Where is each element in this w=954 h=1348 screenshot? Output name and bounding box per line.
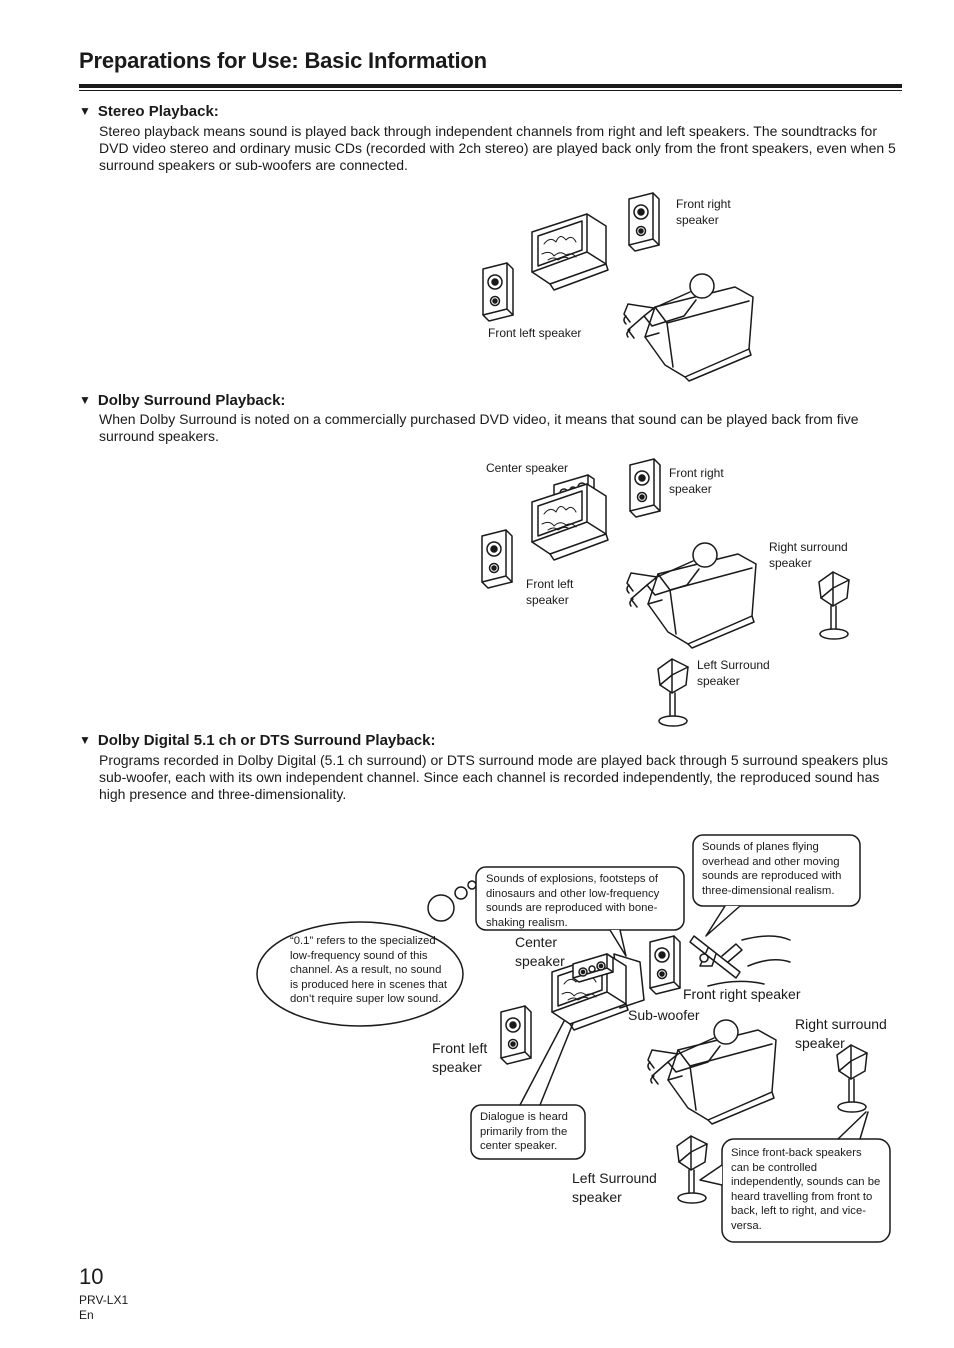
bubble-text-front-back: Since front-back speakers can be control… xyxy=(731,1147,881,1232)
thought-bubble-dot xyxy=(467,880,477,890)
callout-pointer xyxy=(699,1164,723,1186)
label-front-left-speaker: Front left speaker xyxy=(526,577,574,607)
motion-line xyxy=(707,980,765,987)
header-rule-thin xyxy=(79,90,902,91)
label-sub-woofer: Sub-woofer xyxy=(628,1007,700,1023)
bubble-text-planes: Sounds of planes flying overhead and oth… xyxy=(702,841,842,897)
callout-pointer xyxy=(837,1111,869,1140)
label-left-surround-speaker: Left Surround speaker xyxy=(697,658,770,688)
label-front-right-speaker: Front right speaker xyxy=(683,986,801,1002)
bubble-text-explosions: Sounds of explosions, footsteps of dinos… xyxy=(486,873,660,929)
front-right-speaker-icon xyxy=(628,192,660,252)
front-left-speaker-icon xyxy=(482,262,514,322)
model-info: PRV-LX1 En xyxy=(79,1293,128,1323)
section-heading-label: Stereo Playback: xyxy=(97,103,219,120)
front-left-speaker-icon xyxy=(481,529,513,589)
thought-bubble-dot xyxy=(454,886,468,900)
label-center-speaker: Center speaker xyxy=(486,461,569,475)
page-number: 10 xyxy=(79,1264,104,1289)
right-surround-speaker-icon xyxy=(836,1044,868,1113)
section-body-stereo: Stereo playback means sound is played ba… xyxy=(99,123,896,173)
label-front-right-speaker: Front right speaker xyxy=(676,197,731,227)
airplane-icon xyxy=(689,935,743,979)
section-heading-label: Dolby Surround Playback: xyxy=(97,392,286,409)
callout-planes xyxy=(692,834,861,907)
label-left-surround-speaker: Left Surround speaker xyxy=(572,1170,657,1205)
triangle-bullet-icon: ▼ xyxy=(79,393,91,407)
section-heading-label: Dolby Digital 5.1 ch or DTS Surround Pla… xyxy=(97,732,436,749)
label-front-right-speaker: Front right speaker xyxy=(669,466,724,496)
motion-line xyxy=(747,959,791,967)
television-icon xyxy=(531,213,609,291)
section-heading-dolby-surround: ▼ Dolby Surround Playback: xyxy=(79,392,285,409)
thought-bubble-dot xyxy=(427,894,455,922)
label-right-surround-speaker: Right surround speaker xyxy=(769,540,848,570)
page-title: Preparations for Use: Basic Information xyxy=(79,48,487,73)
thought-bubble-point-one xyxy=(256,921,464,1027)
sofa-icon xyxy=(647,553,757,649)
header-rule xyxy=(79,84,902,88)
label-center-speaker: Center speaker xyxy=(515,934,565,969)
section-heading-stereo: ▼ Stereo Playback: xyxy=(79,103,219,120)
model-name: PRV-LX1 xyxy=(79,1293,129,1307)
front-right-speaker-icon xyxy=(629,458,661,518)
label-front-left-speaker: Front left speaker xyxy=(488,326,582,340)
section-body-dolby-surround: When Dolby Surround is noted on a commer… xyxy=(99,411,859,444)
section-heading-dolby-digital: ▼ Dolby Digital 5.1 ch or DTS Surround Pl… xyxy=(79,732,435,749)
bubble-text-dialogue: Dialogue is heard primarily from the cen… xyxy=(480,1111,568,1152)
left-surround-speaker-icon xyxy=(657,658,689,727)
callout-front-back xyxy=(721,1138,891,1243)
callout-explosions xyxy=(475,866,685,931)
callout-pointer xyxy=(705,905,741,937)
label-right-surround-speaker: Right surround speaker xyxy=(795,1016,887,1051)
bubble-text-point-one: “0.1” refers to the specialized low-freq… xyxy=(290,935,447,1005)
sofa-icon xyxy=(644,286,754,382)
television-icon xyxy=(531,483,609,561)
front-left-speaker-icon xyxy=(500,1005,532,1065)
callout-dialogue xyxy=(470,1104,586,1160)
motion-line xyxy=(741,935,791,941)
label-front-left-speaker: Front left speaker xyxy=(432,1040,488,1075)
triangle-bullet-icon: ▼ xyxy=(79,104,91,118)
language-code: En xyxy=(79,1308,94,1322)
front-right-speaker-icon xyxy=(649,935,681,995)
callout-pointer xyxy=(609,929,627,957)
section-body-dolby-digital: Programs recorded in Dolby Digital (5.1 … xyxy=(99,752,889,802)
triangle-bullet-icon: ▼ xyxy=(79,733,91,747)
right-surround-speaker-icon xyxy=(818,571,850,640)
